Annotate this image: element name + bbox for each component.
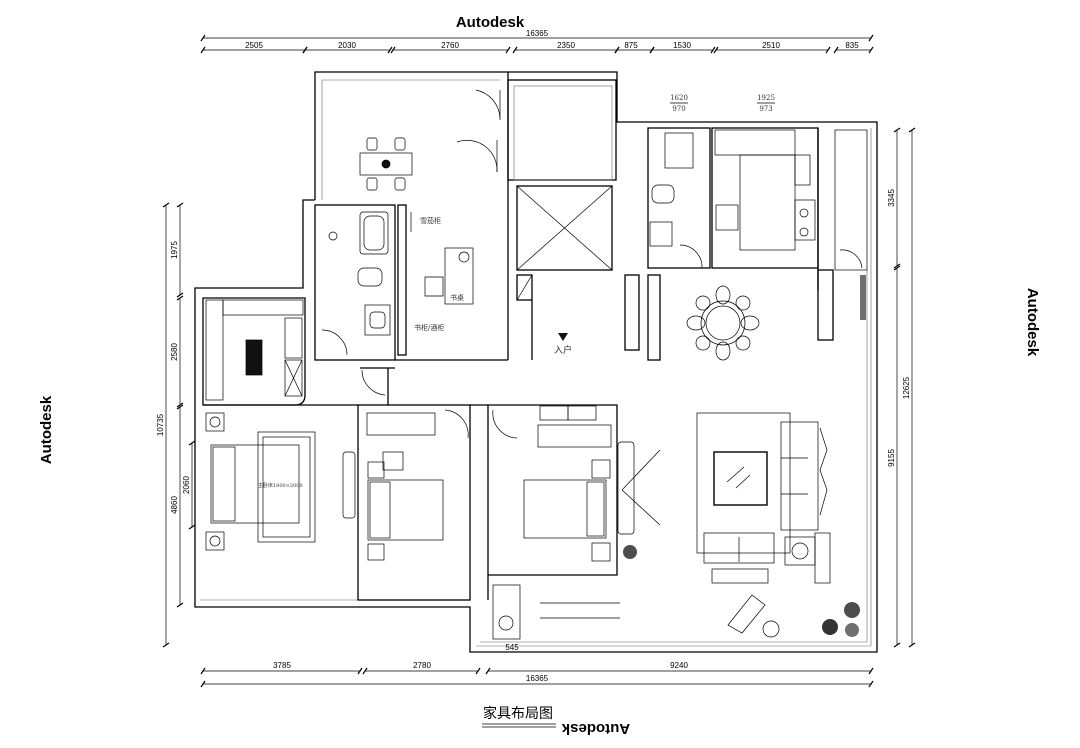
dimension-tick: [176, 404, 184, 410]
dim-left-1: 1975: [170, 241, 179, 259]
dimension-tick: [893, 127, 901, 133]
dimension-tick: [908, 127, 916, 133]
dimension-tick: [512, 46, 518, 54]
kitchen-and-bath-2: [649, 129, 868, 271]
dimension-tick: [868, 667, 874, 675]
label-cigar-cabinet: 雪茄柜: [420, 216, 441, 225]
label-master-bed: 主卧床1800×2000: [258, 482, 303, 489]
dimension-tick: [893, 642, 901, 648]
dim-top-3: 2760: [441, 41, 459, 50]
label-entrance: 入户: [554, 344, 572, 356]
bathroom-fixtures: [328, 211, 391, 336]
dimension-tick: [200, 46, 206, 54]
watermark-bottom: Autodesk: [561, 720, 630, 737]
dim-top-total: 16365: [526, 29, 549, 38]
dimension-tick: [868, 680, 874, 688]
dim-left-2: 2580: [170, 343, 179, 361]
walk-in-closet: [205, 299, 304, 401]
window-mark-2: 1925 973: [757, 94, 775, 113]
dim-small-mark: 545: [505, 643, 519, 652]
dimension-tick: [908, 642, 916, 648]
dimension-tick: [649, 46, 655, 54]
dimension-tick: [357, 667, 363, 675]
dim-top-8: 835: [845, 41, 859, 50]
dimension-tick: [893, 265, 901, 271]
dimension-tick: [162, 202, 170, 208]
dimension-tick: [188, 524, 196, 530]
entrance-arrow-icon: [558, 333, 568, 341]
dim-bottom-2: 2780: [413, 661, 431, 670]
dim-top-7: 2510: [762, 41, 780, 50]
bottom-dimension-lines: [203, 670, 871, 685]
dimension-tick: [176, 202, 184, 208]
dimension-tick: [200, 680, 206, 688]
dim-top-1: 2505: [245, 41, 263, 50]
dimension-tick: [485, 667, 491, 675]
dimension-tick: [176, 292, 184, 298]
master-bed: [205, 412, 356, 551]
dimension-tick: [833, 46, 839, 54]
balcony-fixtures: [492, 584, 620, 640]
dimension-tick: [176, 402, 184, 408]
dim-left-3: 4860: [170, 496, 179, 514]
right-dimension-lines: [896, 130, 913, 645]
window-mark-1-top: 1620: [670, 94, 688, 102]
window-mark-1-bottom: 970: [672, 105, 685, 113]
dim-left-inner: 2060: [182, 476, 191, 494]
dimension-tick: [176, 602, 184, 608]
dim-left-total: 10735: [156, 413, 165, 436]
plant-icons: [623, 545, 860, 637]
railing-hatch: [860, 275, 866, 320]
round-dining-table: [686, 285, 760, 361]
dimension-tick: [893, 263, 901, 269]
window-mark-1: 1620 970: [670, 94, 688, 113]
label-bookcase: 书柜/酒柜: [414, 323, 444, 332]
dimension-tick: [475, 667, 481, 675]
drawing-title: 家具布局图: [483, 705, 553, 722]
bedroom-2-furniture: [366, 412, 444, 561]
dimension-tick: [302, 46, 308, 54]
window-mark-2-top: 1925: [757, 94, 775, 102]
dimension-tick: [362, 667, 368, 675]
watermark-top: Autodesk: [456, 14, 525, 31]
living-room-furniture: [696, 412, 831, 638]
dimension-tick: [614, 46, 620, 54]
dimension-tick: [868, 46, 874, 54]
dim-top-2: 2030: [338, 41, 356, 50]
dim-bottom-1: 3785: [273, 661, 291, 670]
study-desk: [410, 212, 474, 305]
dimension-tick: [387, 46, 393, 54]
dimension-tick: [200, 667, 206, 675]
dimension-tick: [710, 46, 716, 54]
dimension-tick: [825, 46, 831, 54]
label-desk: 书桌: [450, 293, 464, 302]
dimension-tick: [868, 34, 874, 42]
dimension-tick: [713, 46, 719, 54]
exterior-walls: [194, 71, 878, 653]
dimension-tick: [200, 34, 206, 42]
interior-walls: [202, 72, 834, 601]
dim-right-1: 3345: [887, 189, 896, 207]
dimension-tick: [176, 295, 184, 301]
watermark-left: Autodesk: [38, 395, 55, 464]
dim-top-4: 2350: [557, 41, 575, 50]
dim-bottom-total: 16365: [526, 674, 549, 683]
dim-top-6: 1530: [673, 41, 691, 50]
dimension-tick: [505, 46, 511, 54]
doors: [321, 89, 863, 439]
dimension-tick: [162, 642, 170, 648]
dimension-tick: [390, 46, 396, 54]
watermark-right: Autodesk: [1024, 288, 1041, 357]
top-dimension-lines: [203, 37, 871, 51]
dim-right-2: 9155: [887, 449, 896, 467]
dining-table-top: [359, 137, 413, 191]
window-mark-2-bottom: 973: [759, 105, 772, 113]
dim-right-total: 12625: [902, 376, 911, 399]
dim-bottom-3: 9240: [670, 661, 688, 670]
bedroom-3-furniture: [523, 405, 661, 562]
dim-top-5: 875: [624, 41, 638, 50]
left-dimension-lines: [165, 205, 193, 645]
dimension-tick: [188, 440, 196, 446]
